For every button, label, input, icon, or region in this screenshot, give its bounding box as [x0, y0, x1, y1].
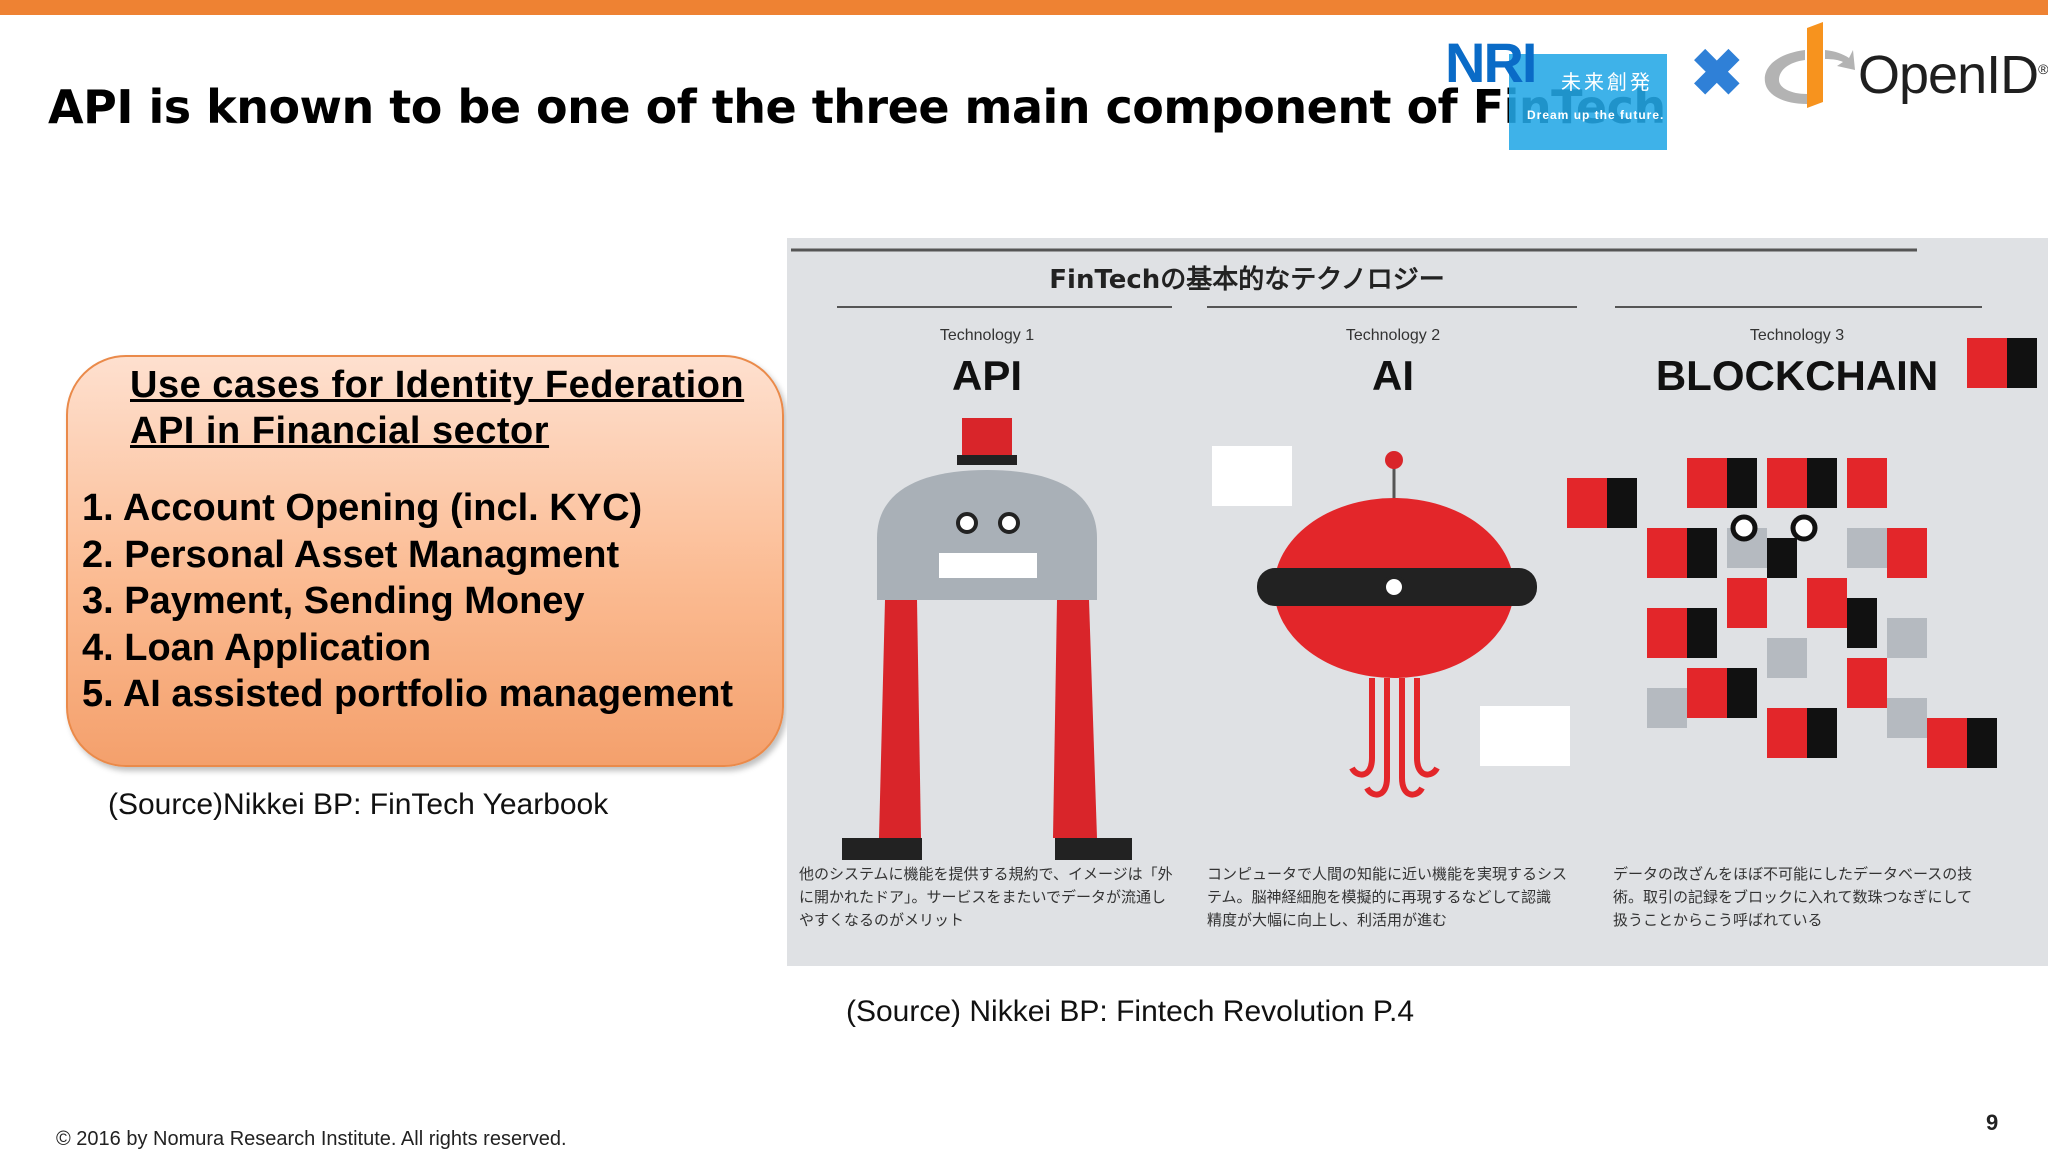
- tech1-desc-line: 他のシステムに機能を提供する規約で、イメージは「外: [799, 865, 1173, 883]
- page-number: 9: [1986, 1110, 1999, 1135]
- nri-slogan: Dream up the future.: [1527, 108, 1665, 122]
- nri-logo-text: NRI: [1445, 31, 1537, 94]
- nri-logo-box: [1509, 54, 1667, 150]
- cross-icon: ✖: [1690, 37, 1744, 109]
- callout-heading-line2: API in Financial sector: [130, 410, 550, 452]
- figure-heading: FinTechの基本的なテクノロジー: [1049, 264, 1444, 295]
- nri-logo: NRI 未来創発 Dream up the future.: [1443, 30, 1668, 150]
- tech1-name: API: [952, 352, 1022, 399]
- tech1-desc: 他のシステムに機能を提供する規約で、イメージは「外 に開かれたドア」。サービスを…: [799, 863, 1179, 932]
- callout-source: (Source)Nikkei BP: FinTech Yearbook: [108, 788, 609, 821]
- fintech-figure: FinTechの基本的なテクノロジー Technology 1 API Tech…: [787, 238, 2048, 966]
- use-case-item: 3. Payment, Sending Money: [82, 580, 585, 622]
- slide-title: API is known to be one of the three main…: [48, 80, 1666, 134]
- tech2-desc-line: 精度が大幅に向上し、利活用が進む: [1207, 911, 1448, 929]
- figure-source: (Source) Nikkei BP: Fintech Revolution P…: [846, 995, 1415, 1028]
- tech2-desc-line: テム。脳神経細胞を模擬的に再現するなどして認識: [1207, 888, 1552, 906]
- openid-mark-icon: [1764, 22, 1855, 108]
- tech3-desc-line: 術。取引の記録をブロックに入れて数珠つなぎにして: [1613, 888, 1973, 906]
- use-case-item: 1. Account Opening (incl. KYC): [82, 487, 643, 529]
- openid-wordmark: OpenID®: [1858, 45, 2048, 105]
- use-case-callout: [66, 355, 784, 767]
- tech2-desc: コンピュータで人間の知能に近い機能を実現するシス テム。脳神経細胞を模擬的に再現…: [1207, 863, 1587, 932]
- nri-tagline: 未来創発: [1561, 72, 1653, 94]
- callout-heading-line1: Use cases for Identity Federation: [130, 364, 745, 406]
- tech1-kicker: Technology 1: [940, 327, 1034, 344]
- tech2-kicker: Technology 2: [1346, 327, 1440, 344]
- ai-brain-icon: [1212, 446, 1570, 798]
- tech3-name: BLOCKCHAIN: [1656, 352, 1938, 399]
- tech3-kicker: Technology 3: [1750, 327, 1844, 344]
- tech3-desc-line: 扱うことからこう呼ばれている: [1613, 911, 1823, 929]
- use-case-item: 2. Personal Asset Managment: [82, 533, 620, 576]
- copyright-notice: © 2016 by Nomura Research Institute. All…: [56, 1128, 567, 1150]
- fintech-illustration: FinTechの基本的なテクノロジー Technology 1 API Tech…: [787, 238, 2048, 966]
- tech1-desc-line: やすくなるのがメリット: [799, 911, 965, 929]
- blockchain-cubes-icon: [1567, 338, 2037, 768]
- openid-logo: OpenID®: [1755, 20, 2048, 110]
- tech3-desc: データの改ざんをほぼ不可能にしたデータベースの技 術。取引の記録をブロックに入れ…: [1613, 863, 1993, 932]
- tech2-name: AI: [1372, 352, 1414, 399]
- tech3-desc-line: データの改ざんをほぼ不可能にしたデータベースの技: [1613, 865, 1973, 883]
- tech1-desc-line: に開かれたドア」。サービスをまたいでデータが流通し: [799, 888, 1167, 906]
- use-case-item: 5. AI assisted portfolio management: [82, 673, 734, 715]
- top-accent-bar: [0, 0, 2048, 15]
- tech2-desc-line: コンピュータで人間の知能に近い機能を実現するシス: [1207, 865, 1568, 883]
- api-door-robot-icon: [842, 418, 1132, 860]
- callout-heading: Use cases for Identity Federation API in…: [130, 362, 744, 454]
- use-case-list: 1. Account Opening (incl. KYC) 2. Person…: [82, 485, 733, 718]
- use-case-item: 4. Loan Application: [82, 626, 432, 669]
